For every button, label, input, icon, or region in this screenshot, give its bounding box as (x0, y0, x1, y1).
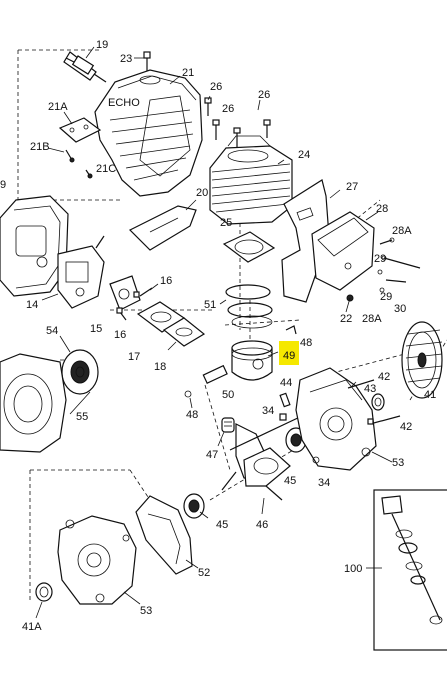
label-29-b: 29 (380, 291, 392, 303)
bolts-42 (347, 379, 401, 425)
label-19: 19 (96, 39, 108, 51)
label-46: 46 (256, 519, 268, 531)
label-52: 52 (198, 567, 210, 579)
label-49: 49 (283, 350, 295, 362)
label-16-a: 16 (160, 275, 172, 287)
label-42-b: 42 (400, 421, 412, 433)
screws-26 (204, 97, 271, 148)
flywheel (401, 321, 443, 399)
crankcase-right (295, 367, 377, 471)
starter-housing (0, 353, 67, 453)
seal-41a (35, 582, 53, 602)
label-48-a: 48 (300, 337, 312, 349)
muffler-shield (281, 179, 331, 303)
piston-rings (225, 284, 273, 329)
label-41: 41 (424, 389, 436, 401)
label-16-b: 16 (114, 329, 126, 341)
label-28: 28 (376, 203, 388, 215)
label-53-b: 53 (140, 605, 152, 617)
engine-cover: ECHO (94, 69, 203, 197)
label-41a: 41A (22, 621, 42, 633)
label-21c: 21C (96, 163, 116, 175)
label-20: 20 (196, 187, 208, 199)
screw-21b (65, 149, 75, 163)
label-44: 44 (280, 377, 292, 389)
label-28a: 28A (392, 225, 412, 237)
clip-48 (285, 325, 297, 335)
bearing-47 (221, 417, 235, 433)
label-50: 50 (222, 389, 234, 401)
label-15: 15 (90, 323, 102, 335)
label-34-a: 34 (262, 405, 274, 417)
recoil-pulley (61, 349, 99, 395)
label-43: 43 (364, 383, 376, 395)
label-21: 21 (182, 67, 194, 79)
label-48-b: 48 (186, 409, 198, 421)
label-26-b: 26 (258, 89, 270, 101)
svg-text:ECHO: ECHO (108, 97, 140, 109)
piston-pin (202, 364, 228, 384)
label-21a: 21A (48, 101, 68, 113)
label-30: 30 (394, 303, 406, 315)
label-45-b: 45 (216, 519, 228, 531)
label-22: 22 (340, 313, 352, 325)
piston (231, 340, 273, 381)
label-25: 25 (220, 217, 232, 229)
highlight-box-49 (279, 341, 299, 365)
bracket-21a (58, 117, 102, 143)
crankshaft (221, 415, 303, 501)
label-47: 47 (206, 449, 218, 461)
label-24: 24 (298, 149, 310, 161)
label-26-c: 26 (222, 103, 234, 115)
label-21b: 21B (30, 141, 50, 153)
pin-34 (279, 413, 287, 421)
label-42-a: 42 (378, 371, 390, 383)
screw-21c (85, 169, 93, 179)
carburetor (57, 235, 105, 309)
label-23: 23 (120, 53, 132, 65)
label-29-a: 29 (374, 253, 386, 265)
label-34-b: 34 (318, 477, 330, 489)
label-27: 27 (346, 181, 358, 193)
label-54: 54 (46, 325, 58, 337)
crankcase-left (57, 515, 137, 605)
label-53-a: 53 (392, 457, 404, 469)
label-17: 17 (128, 351, 140, 363)
gasket-18 (162, 317, 206, 347)
label-26-a: 26 (210, 81, 222, 93)
label-9: 9 (0, 179, 6, 191)
label-45-a: 45 (284, 475, 296, 487)
leader-lines (35, 57, 393, 619)
key-44 (279, 392, 291, 408)
seal-43 (371, 393, 385, 411)
muffler (311, 211, 375, 291)
part-labels: 19 23 21 21A 21B 21C 26 26 26 24 27 20 9… (0, 39, 436, 633)
label-14: 14 (26, 299, 38, 311)
label-100: 100 (344, 563, 362, 575)
label-51: 51 (204, 299, 216, 311)
shroud-20 (128, 205, 197, 251)
gasket-52 (135, 495, 193, 575)
label-28a-b: 28A (362, 313, 382, 325)
gasket-25 (222, 231, 276, 263)
bolts-28a (346, 237, 421, 302)
bearing-45-left (183, 493, 205, 519)
spark-plug (63, 51, 107, 83)
label-18: 18 (154, 361, 166, 373)
screws-16 (116, 287, 153, 321)
inset-box-100 (373, 489, 447, 651)
gasket-15 (109, 275, 141, 311)
label-55: 55 (76, 411, 88, 423)
cylinder (209, 135, 293, 225)
